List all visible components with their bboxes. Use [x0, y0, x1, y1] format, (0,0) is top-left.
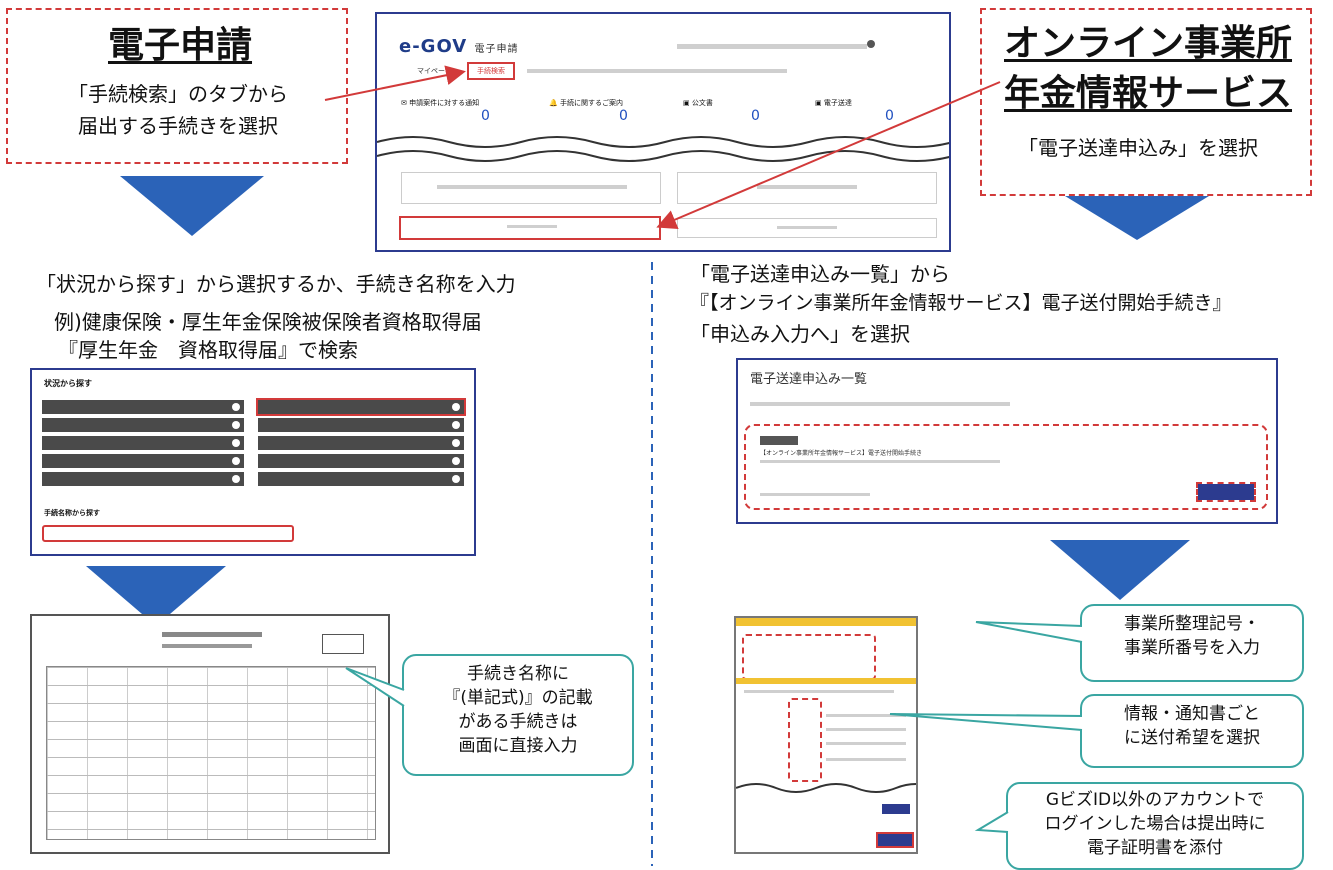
left-instruction-2: 例)健康保険・厚生年金保険被保険者資格取得届: [54, 310, 482, 334]
notice-count-2: 0: [619, 108, 628, 124]
form-wave: [736, 783, 916, 793]
form-header-bar: [736, 618, 916, 626]
situation-item[interactable]: [42, 418, 244, 432]
application-form-screenshot: [734, 616, 918, 854]
delivery-item-link: [760, 493, 870, 496]
form-line: [826, 742, 906, 745]
user-icon[interactable]: [867, 40, 875, 48]
egov-logo: e-GOV 電子申請: [399, 36, 519, 57]
right-instruction-3: 「申込み入力へ」を選択: [690, 322, 910, 346]
delivery-list-title: 電子送達申込み一覧: [750, 372, 868, 387]
egov-header-info: [677, 44, 867, 49]
situation-search-title: 状況から探す: [44, 379, 92, 388]
form-line: [744, 690, 894, 693]
e-application-line1: 「手続検索」のタブから: [68, 82, 288, 106]
situation-search-screenshot: 状況から探す 手続名称から探す: [30, 368, 476, 556]
callout-form-note: 手続き名称に 『(単記式)』の記載 がある手続きは 画面に直接入力: [402, 654, 634, 776]
form-title-line: [162, 644, 252, 648]
left-instruction-3: 『厚生年金 資格取得届』で検索: [58, 338, 358, 362]
online-office-box: オンライン事業所 年金情報サービス 「電子送達申込み」を選択: [980, 8, 1312, 196]
situation-item[interactable]: [258, 418, 464, 432]
form-line: [826, 758, 906, 761]
callout-office-number: 事業所整理記号・ 事業所番号を入力: [1080, 604, 1304, 682]
right-instruction-1: 「電子送達申込み一覧」から: [690, 262, 950, 286]
delivery-item-badge: [760, 436, 798, 445]
delivery-item-desc: [760, 460, 1000, 463]
online-office-line1: 「電子送達申込み」を選択: [1018, 136, 1258, 160]
e-application-box: 電子申請 「手続検索」のタブから 届出する手続きを選択: [6, 8, 348, 164]
notice-select-highlight: [788, 698, 822, 782]
callout-gbiz: GビズID以外のアカウントで ログインした場合は提出時に 電子証明書を添付: [1006, 782, 1304, 870]
form-line: [826, 728, 906, 731]
egov-button-2-text: [777, 226, 837, 229]
notice-count-1: 0: [481, 108, 490, 124]
online-office-title1: オンライン事業所: [1004, 23, 1293, 64]
paper-form-screenshot: [30, 614, 390, 854]
down-arrow-right-1: [1065, 196, 1209, 240]
delivery-list-desc: [750, 402, 1010, 406]
notice-label-2: 🔔 手続に関するご案内: [549, 99, 623, 107]
form-line: [826, 714, 906, 717]
tab-procedure-search[interactable]: 手続検索: [467, 62, 515, 80]
form-section-bar: [736, 678, 916, 684]
egov-screenshot: e-GOV 電子申請 マイページ 手続検索 ✉ 申請案件に対する通知 🔔 手続に…: [375, 12, 951, 252]
tab-mypage[interactable]: マイページ: [417, 67, 452, 75]
delivery-list-screenshot: 電子送達申込み一覧 【オンライン事業所年金情報サービス】電子送付開始手続き: [736, 358, 1278, 524]
procedure-name-search-input[interactable]: [42, 525, 294, 542]
e-application-line2: 届出する手続きを選択: [78, 114, 278, 138]
left-instruction-1: 「状況から探す」から選択するか、手続き名称を入力: [36, 272, 516, 296]
search-by-name-label: 手続名称から探す: [44, 509, 100, 517]
egov-target-button[interactable]: [399, 216, 661, 240]
situation-item-selected[interactable]: [256, 398, 466, 416]
egov-link-text-2: [757, 185, 857, 189]
callout-notice-select: 情報・通知書ごと に送付希望を選択: [1080, 694, 1304, 768]
wave-break: [377, 136, 949, 162]
egov-target-button-text: [507, 225, 557, 228]
situation-item[interactable]: [258, 472, 464, 486]
down-arrow-right-2: [1050, 540, 1190, 600]
form-final-button[interactable]: [876, 832, 914, 848]
e-application-title: 電子申請: [108, 25, 253, 66]
form-title-line: [162, 632, 262, 637]
online-office-title2: 年金情報サービス: [1004, 73, 1293, 114]
form-grid: [46, 666, 376, 840]
egov-tab-row: [527, 69, 787, 73]
situation-item[interactable]: [258, 436, 464, 450]
down-arrow-left-1: [120, 176, 264, 236]
delivery-item-name: 【オンライン事業所年金情報サービス】電子送付開始手続き: [760, 450, 923, 457]
egov-link-text-1: [437, 185, 627, 189]
situation-item[interactable]: [258, 454, 464, 468]
delivery-item-highlight: [744, 424, 1268, 510]
situation-item[interactable]: [42, 400, 244, 414]
form-stamp: [322, 634, 364, 654]
apply-input-button[interactable]: [1196, 482, 1256, 502]
situation-item[interactable]: [42, 472, 244, 486]
right-instruction-2: 『【オンライン事業所年金情報サービス】電子送付開始手続き』: [690, 292, 1232, 314]
form-submit-button[interactable]: [882, 804, 910, 814]
situation-item[interactable]: [42, 454, 244, 468]
notice-label-1: ✉ 申請案件に対する通知: [401, 99, 480, 107]
situation-item[interactable]: [42, 436, 244, 450]
